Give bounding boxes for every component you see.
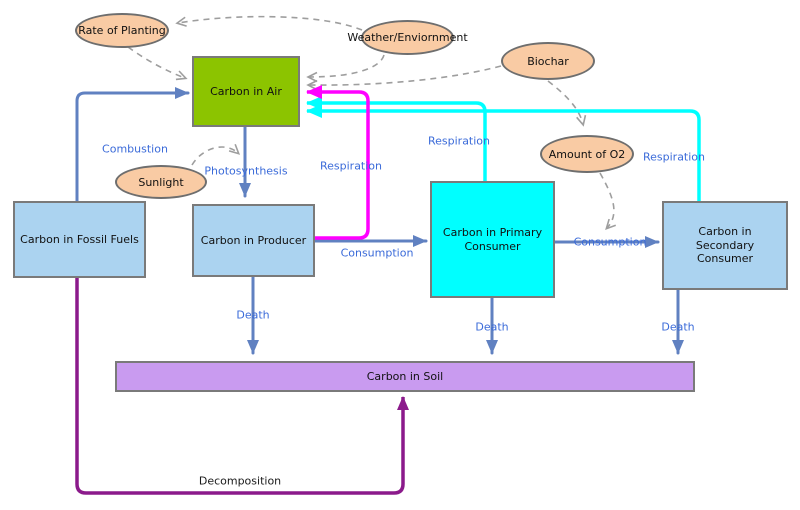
- node-carbon-in-producer-label: Carbon in Producer: [200, 233, 307, 247]
- link-weather-to-rate-of-planting: [175, 15, 363, 31]
- node-carbon-in-fossil-fuels: Carbon in Fossil Fuels: [13, 201, 146, 278]
- node-amount-of-o2: Amount of O2: [540, 135, 634, 173]
- link-biochar-to-air: [306, 65, 502, 91]
- edge-respiration-producer: [306, 85, 370, 240]
- node-biochar-label: Biochar: [527, 54, 569, 68]
- node-carbon-in-soil: Carbon in Soil: [115, 361, 695, 392]
- node-amount-of-o2-label: Amount of O2: [548, 147, 626, 161]
- node-biochar: Biochar: [501, 42, 595, 80]
- node-carbon-in-producer: Carbon in Producer: [192, 204, 315, 277]
- node-carbon-in-secondary-consumer-label: Carbon in Secondary Consumer: [695, 224, 755, 266]
- node-sunlight-label: Sunlight: [138, 175, 184, 189]
- label-consumption-primary-secondary: Consumption: [573, 235, 647, 249]
- label-death-primary: Death: [475, 320, 509, 334]
- label-photosynthesis: Photosynthesis: [204, 164, 288, 178]
- label-respiration-secondary: Respiration: [642, 150, 706, 164]
- link-weather-to-air: [306, 54, 385, 83]
- node-carbon-in-primary-consumer: Carbon in Primary Consumer: [430, 181, 555, 298]
- node-weather-environment: Weather/Enviornment: [347, 20, 468, 55]
- node-sunlight: Sunlight: [115, 165, 207, 199]
- node-carbon-in-air-label: Carbon in Air: [210, 84, 282, 98]
- node-carbon-in-primary-consumer-label: Carbon in Primary Consumer: [442, 225, 543, 253]
- node-carbon-in-soil-label: Carbon in Soil: [366, 369, 444, 383]
- node-rate-of-planting-label: Rate of Planting: [78, 24, 166, 37]
- edge-combustion: [75, 87, 190, 203]
- node-rate-of-planting: Rate of Planting: [75, 13, 169, 48]
- label-death-secondary: Death: [661, 320, 695, 334]
- link-biochar-to-amount-of-o2: [547, 80, 587, 127]
- label-consumption-producer-primary: Consumption: [340, 246, 414, 260]
- link-rate-of-planting-to-air: [127, 46, 188, 81]
- node-weather-environment-label: Weather/Enviornment: [347, 31, 468, 44]
- link-sunlight-to-photosynthesis: [191, 143, 241, 166]
- label-respiration-producer: Respiration: [319, 159, 383, 173]
- edge-decomposition: [75, 278, 409, 495]
- label-decomposition: Decomposition: [198, 474, 282, 488]
- edge-respiration-secondary: [306, 104, 701, 202]
- node-carbon-in-secondary-consumer: Carbon in Secondary Consumer: [662, 201, 788, 290]
- node-carbon-in-air: Carbon in Air: [192, 56, 300, 127]
- label-respiration-primary: Respiration: [427, 134, 491, 148]
- label-death-producer: Death: [236, 308, 270, 322]
- link-amount-of-o2-to-consumption: [599, 172, 617, 231]
- label-combustion: Combustion: [102, 142, 168, 156]
- node-carbon-in-fossil-fuels-label: Carbon in Fossil Fuels: [20, 232, 139, 246]
